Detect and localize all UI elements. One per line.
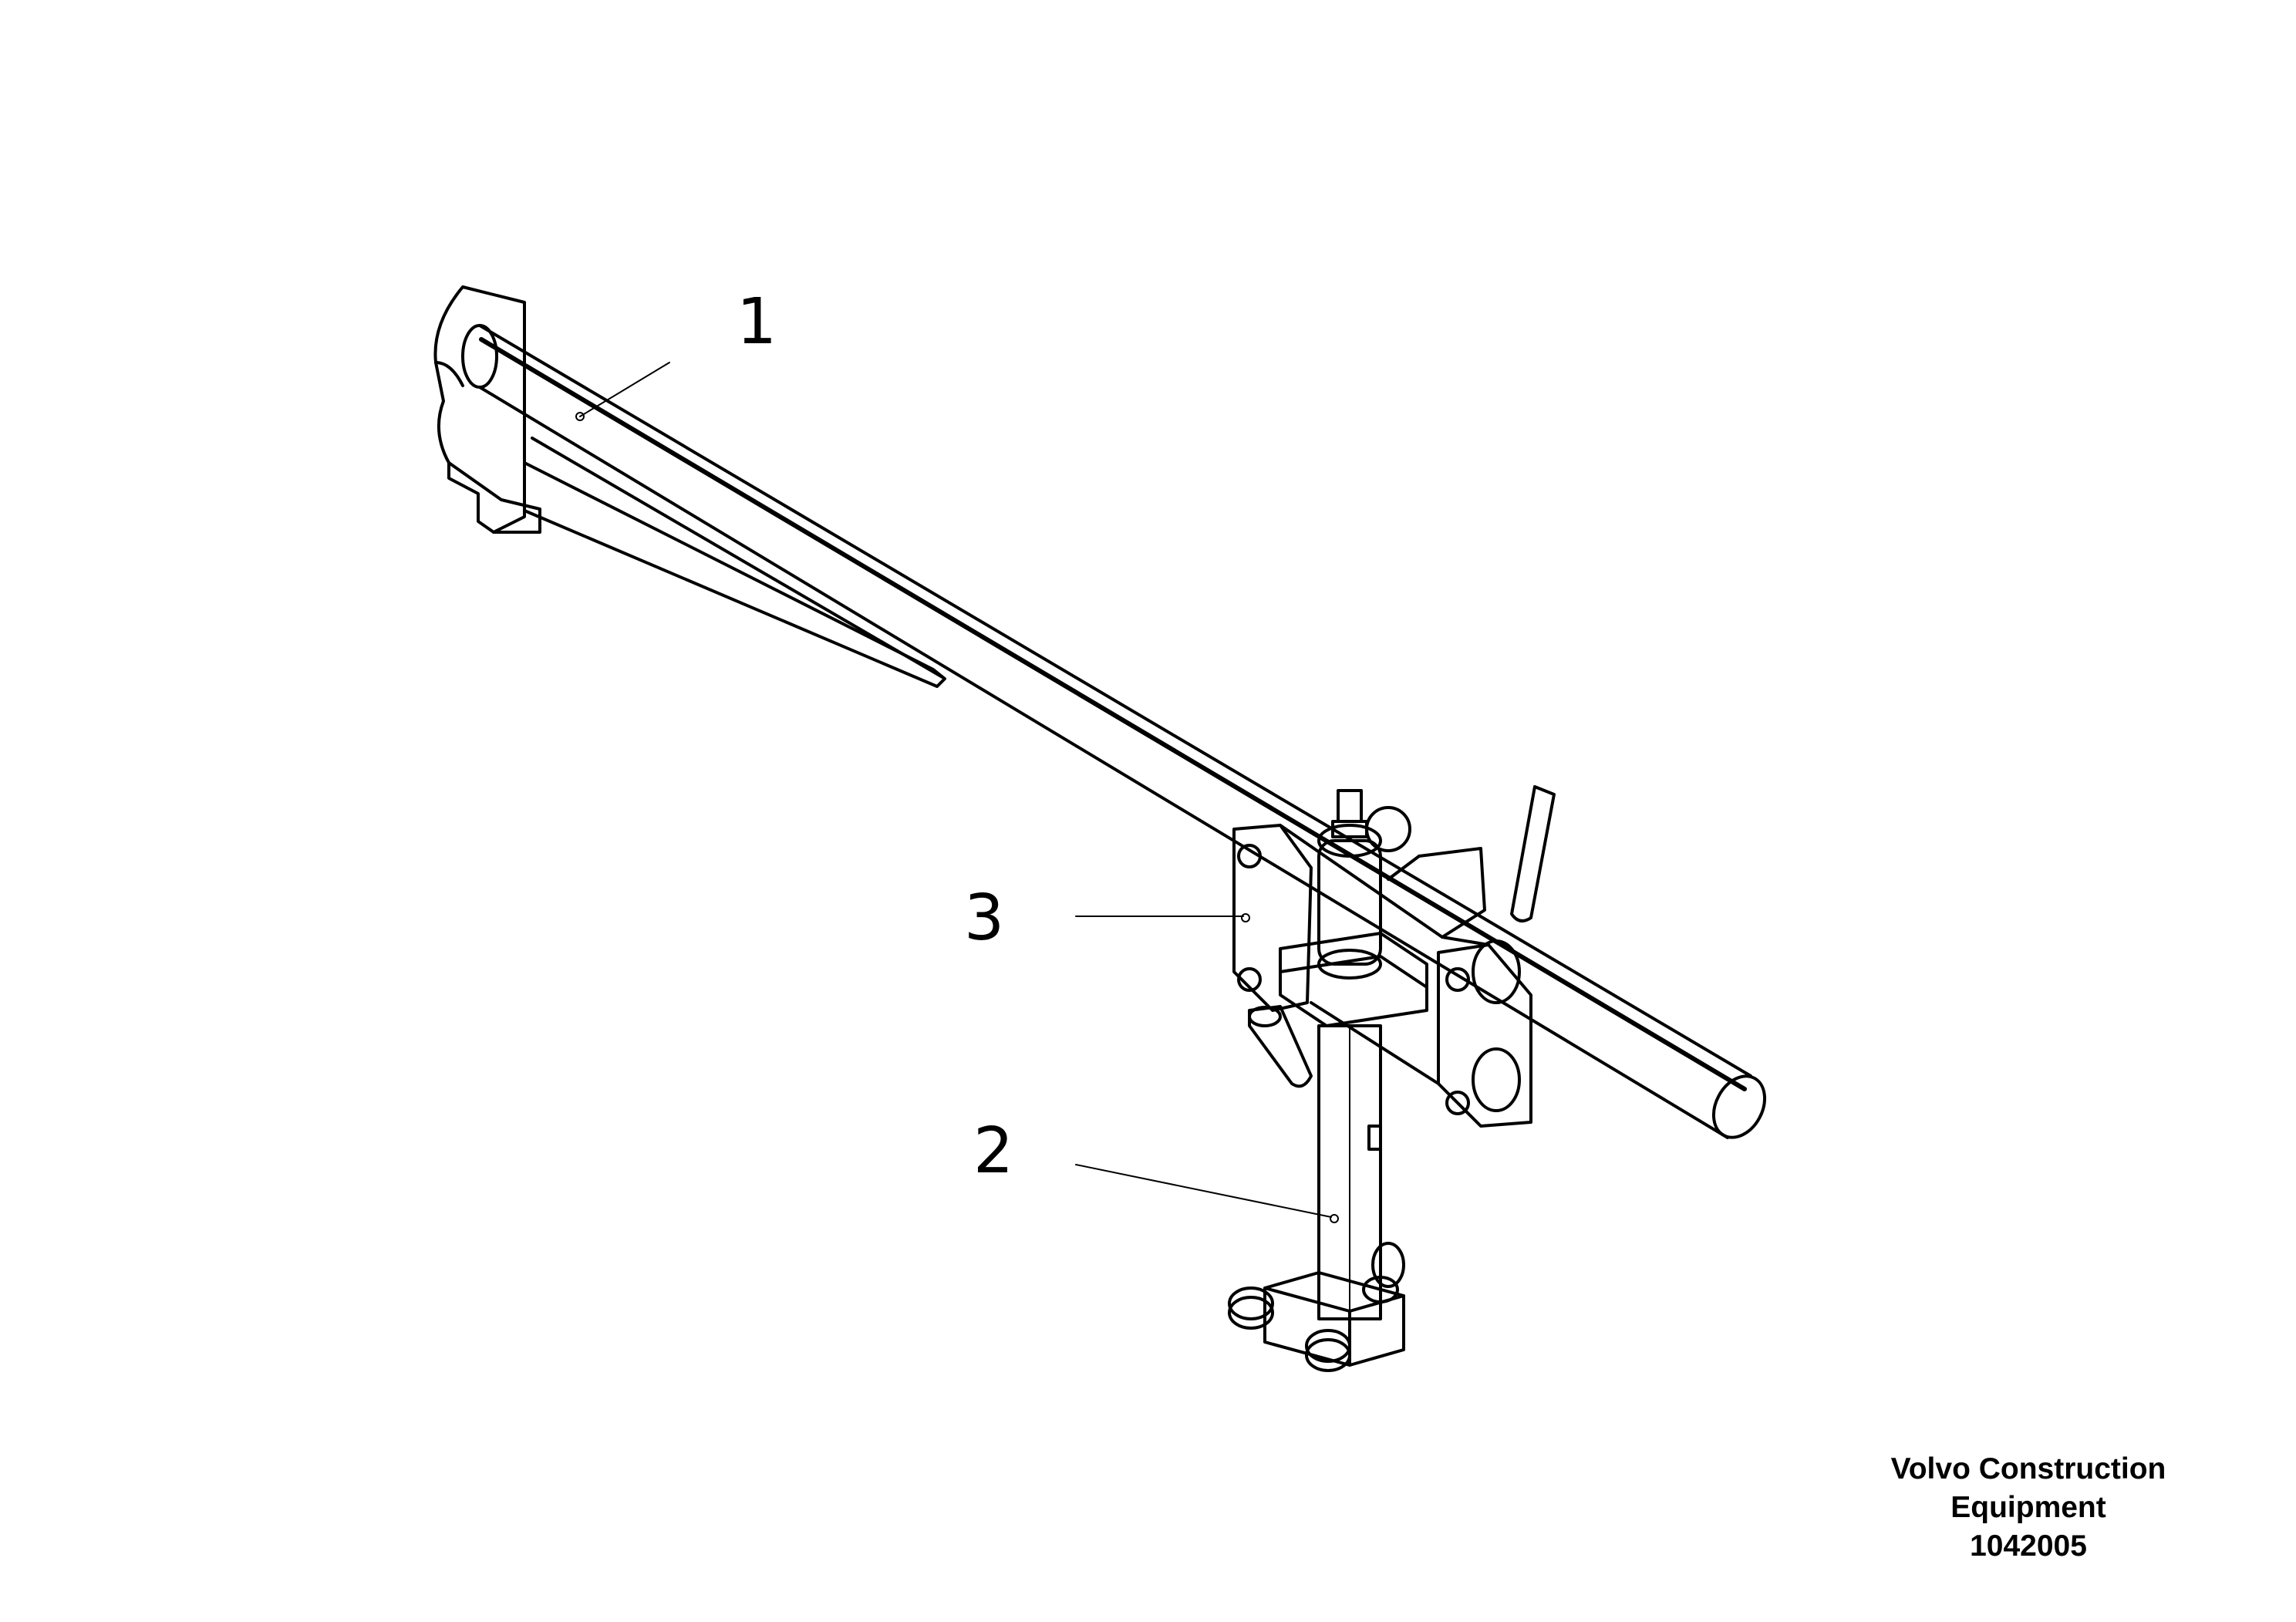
- caster-wheel-right: [1305, 1329, 1351, 1363]
- mounting-bracket-plate: [433, 285, 526, 534]
- caster-base: [1263, 1271, 1405, 1367]
- left-clamp-plate: [1232, 824, 1313, 1012]
- leader-line-1: [579, 362, 670, 417]
- leader-line-2: [1075, 1164, 1332, 1218]
- publisher-caption: Volvo Construction Equipment 1042005: [1797, 1450, 2260, 1566]
- boom-tube-part: [433, 285, 1767, 1139]
- caption-line-3: 1042005: [1970, 1529, 2087, 1563]
- callout-3-anchor: [1241, 913, 1250, 922]
- caster-wheel-left: [1228, 1286, 1274, 1320]
- caption-line-2: Equipment: [1950, 1491, 2106, 1524]
- callout-label-2: 2: [973, 1114, 1013, 1188]
- left-handle: [1248, 1005, 1313, 1088]
- caster-wheel-back: [1362, 1276, 1399, 1303]
- callout-label-1: 1: [737, 285, 777, 359]
- callout-2-anchor: [1330, 1214, 1339, 1223]
- ball-knob: [1365, 806, 1411, 852]
- tube-end-right: [1711, 1074, 1767, 1139]
- callout-1-anchor: [575, 412, 585, 421]
- tube-end-left: [461, 324, 498, 389]
- clamp-block: [1279, 932, 1428, 1027]
- caption-line-1: Volvo Construction: [1890, 1452, 2166, 1485]
- right-handle: [1510, 785, 1556, 922]
- vertical-post-part: [1228, 1024, 1405, 1372]
- hydraulic-cylinder: [1317, 839, 1382, 966]
- callout-label-3: 3: [964, 882, 1004, 955]
- support-gusset: [523, 461, 946, 688]
- clamp-assembly-part: [1232, 785, 1556, 1128]
